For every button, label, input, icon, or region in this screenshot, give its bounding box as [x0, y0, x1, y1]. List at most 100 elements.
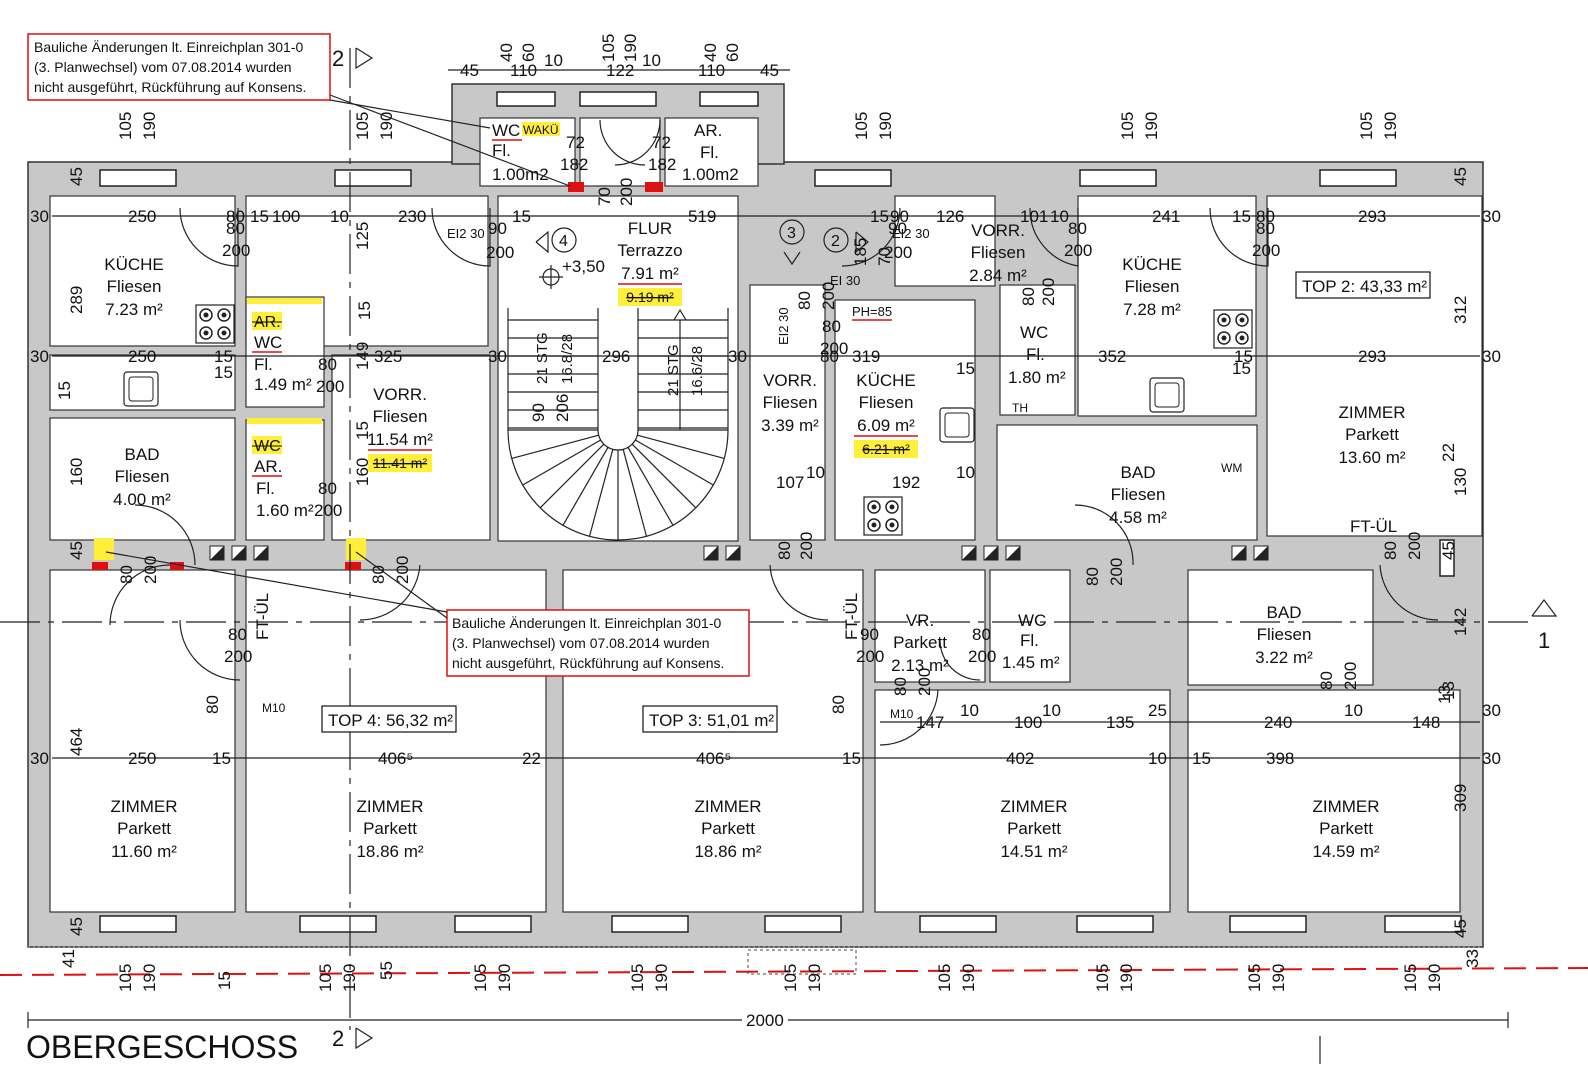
dimension-label: 200	[968, 647, 996, 666]
note-1-line-1: Bauliche Änderungen lt. Einreichplan 301…	[34, 39, 304, 55]
dimension-label: 80	[369, 565, 388, 584]
dimension-label: 105	[935, 964, 954, 992]
room-area: 13.60 m²	[1338, 448, 1405, 467]
dimension-label: 55	[377, 961, 396, 980]
dimension-label: 45	[67, 167, 86, 186]
room-area-old: 11.41 m²	[373, 455, 428, 471]
dimension-label: 105	[116, 964, 135, 992]
dimension-label: 105	[471, 964, 490, 992]
dimension-label: 293	[1358, 347, 1386, 366]
wc-right-floor: Fl.	[1026, 345, 1045, 364]
stair-inner	[597, 308, 639, 451]
room-floor: Fliesen	[763, 393, 818, 412]
stairs-right-ratio: 16.6/28	[689, 346, 706, 396]
dimension-label: 80	[775, 541, 794, 560]
dimension-label: 105	[1245, 964, 1264, 992]
dimension-label: 147	[916, 713, 944, 732]
top-4-label: TOP 4: 56,32 m²	[328, 711, 453, 730]
dimension-label: 15	[842, 749, 861, 768]
dimension-label: 45	[1439, 541, 1458, 560]
room-name: VORR.	[763, 371, 817, 390]
dimension-label: 190	[1381, 112, 1400, 140]
dimension-label: 200	[1405, 532, 1424, 560]
stairs-left-label: 21 STG	[534, 332, 551, 384]
dimension-label: 60	[519, 43, 538, 62]
dimension-label: 241	[1152, 207, 1180, 226]
room-area: 11.60 m²	[111, 842, 177, 861]
dimension-label: 90	[888, 219, 907, 238]
misc-labels: +3,50 PH=85 EI2 30 EI2 30 EI 30 TH M10 M…	[253, 226, 1397, 721]
dimension-label: 105	[852, 112, 871, 140]
dimension-label: 148	[1412, 713, 1440, 732]
section-markers: 2 2 1 4 3 2	[332, 46, 1558, 1051]
room-area: 14.59 m²	[1312, 842, 1379, 861]
dimension-label: 289	[67, 286, 86, 314]
dimension-label: 15	[214, 347, 233, 366]
dimension-label: 200	[819, 282, 838, 310]
window	[814, 169, 892, 187]
dimension-label: 90	[860, 625, 879, 644]
dimension-label: 80	[318, 479, 337, 498]
note-1-leader-b	[329, 99, 491, 129]
top-3-box	[642, 705, 778, 733]
dimension-label: 40	[497, 43, 516, 62]
annex-wc-name: WC	[492, 121, 520, 140]
circle-2-label: 2	[831, 233, 840, 250]
room-name: VORR.	[971, 221, 1025, 240]
dimension-label: 80	[1083, 567, 1102, 586]
top-4-box	[321, 705, 457, 733]
dimension-label: 30	[1482, 749, 1501, 768]
wm-label: WM	[1221, 461, 1242, 475]
dimension-label: 80	[1381, 541, 1400, 560]
dimension-label: 200	[617, 178, 636, 206]
dimension-label: 519	[688, 207, 716, 226]
dimension-label: 10	[1344, 701, 1363, 720]
window	[299, 915, 377, 933]
dimension-label: 105	[1401, 964, 1420, 992]
dimension-label: 135	[1106, 713, 1134, 732]
dimension-label: 296	[602, 347, 630, 366]
dimension-label: 200	[884, 243, 912, 262]
room-floor: Fliesen	[373, 407, 428, 426]
annex-ar-floor: Fl.	[700, 143, 719, 162]
tread	[522, 439, 601, 486]
room-vorr-left	[331, 354, 491, 541]
ft-ul-c: FT-ÜL	[1350, 517, 1397, 536]
top-labels: TOP 2: 43,33 m² TOP 4: 56,32 m² TOP 3: 5…	[321, 271, 1431, 733]
room-floor: Fliesen	[115, 467, 170, 486]
dimension-label: 200	[1341, 662, 1360, 690]
shaft-icon	[1005, 545, 1021, 561]
room-name: ZIMMER	[1312, 797, 1379, 816]
entrance-step	[747, 949, 857, 975]
dimension-label: 45	[67, 917, 86, 936]
ei30-c: EI 30	[830, 273, 860, 288]
red-mark-4	[170, 562, 184, 570]
room-bad-right	[996, 424, 1258, 541]
dimension-label: 190	[140, 112, 159, 140]
note-2-line-3: nicht ausgeführt, Rückführung auf Konsen…	[452, 655, 724, 671]
dimension-label: 72	[566, 133, 585, 152]
th-label: TH	[1012, 401, 1028, 415]
dimension-label: 190	[1117, 964, 1136, 992]
dimension-label: 80	[318, 355, 337, 374]
wc-ar-floor: Fl.	[256, 479, 275, 498]
room-area: 7.28 m²	[1123, 300, 1181, 319]
room-name: ZIMMER	[356, 797, 423, 816]
arrow-4	[535, 230, 549, 254]
dimension-label: 80	[203, 695, 222, 714]
tread	[635, 439, 714, 486]
room-area: 4.00 m²	[113, 490, 171, 509]
room-zimmer-top2	[1266, 195, 1483, 537]
dimension-label: 15	[55, 381, 74, 400]
red-mark-2	[645, 182, 663, 192]
stair-arrow-head	[673, 308, 687, 321]
note-2-line-2: (3. Planwechsel) vom 07.08.2014 wurden	[452, 635, 710, 651]
shaft-icon	[231, 545, 247, 561]
room-area: 4.58 m²	[1109, 508, 1167, 527]
dimension-label: 190	[805, 964, 824, 992]
room-name: ZIMMER	[694, 797, 761, 816]
